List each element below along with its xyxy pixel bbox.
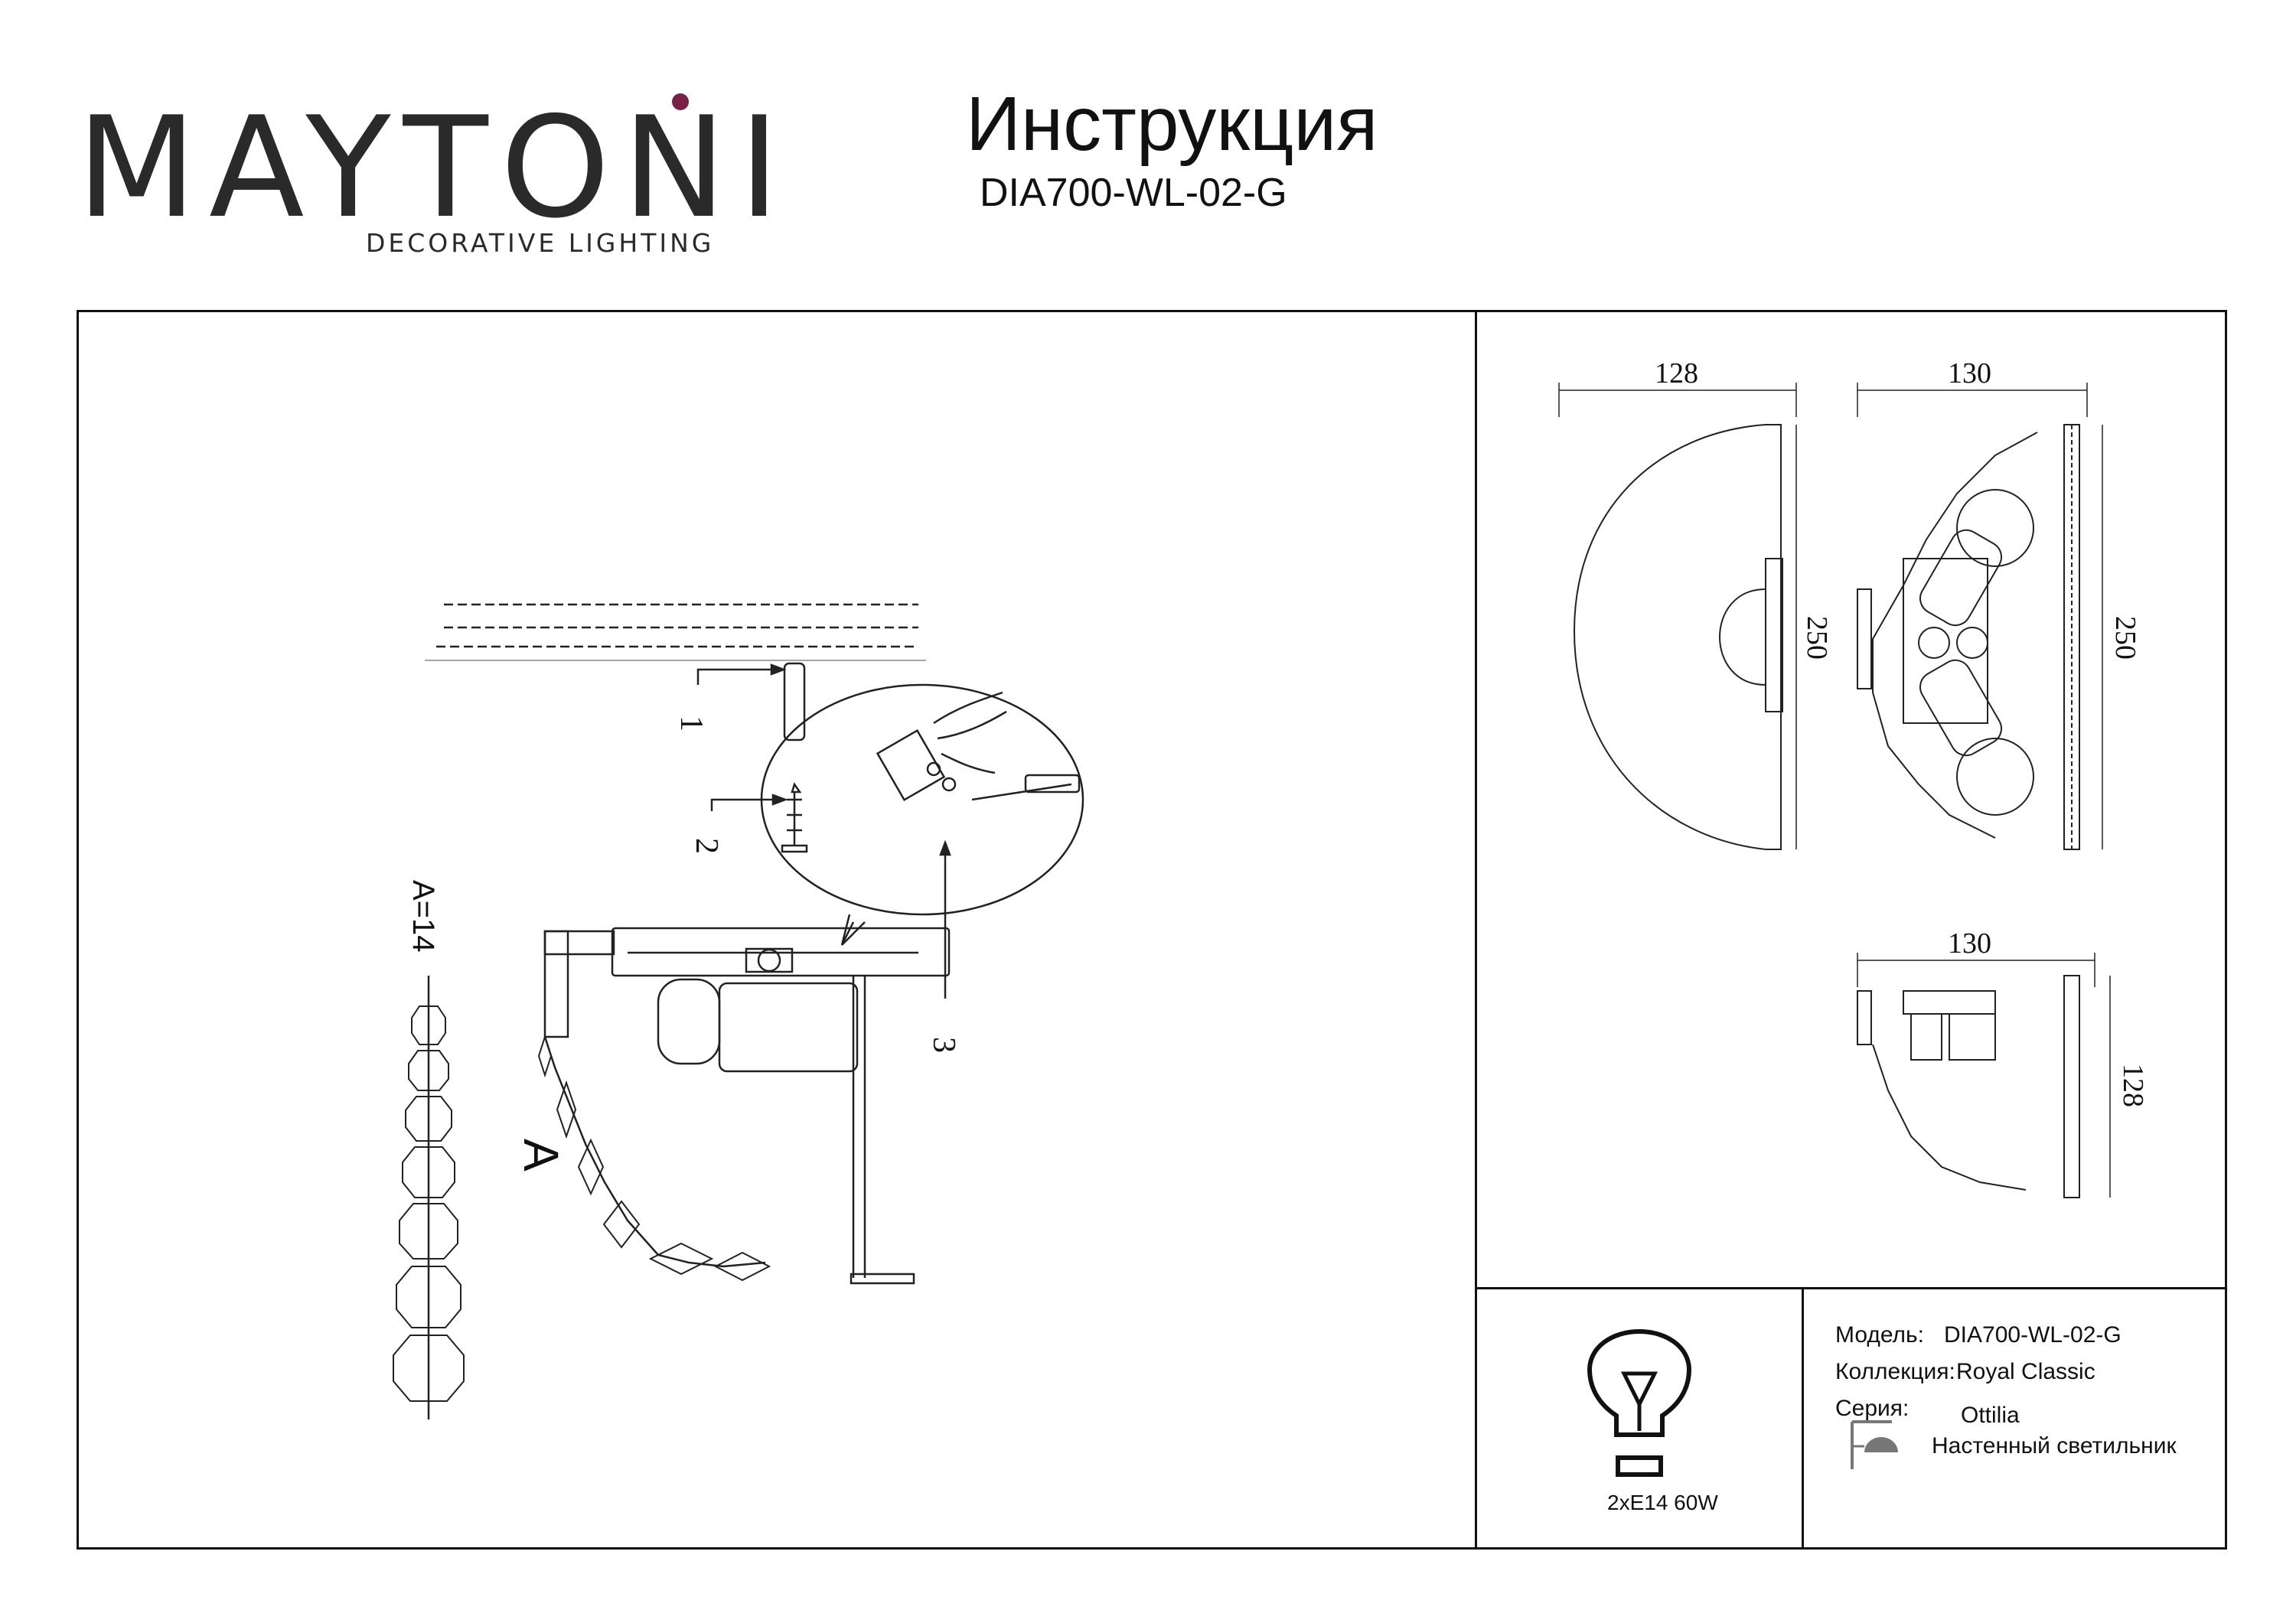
document-title: Инструкция xyxy=(966,81,1378,167)
brand-dot xyxy=(672,93,689,110)
callout-3: 3 xyxy=(926,1037,961,1053)
spec-panel xyxy=(1802,1287,2227,1550)
brand-tagline: DECORATIVE LIGHTING xyxy=(366,228,715,258)
dimension-drawings: 128 250 130 250 130 128 xyxy=(1558,357,2149,1198)
octagon-crystals xyxy=(393,1005,465,1402)
side-view-body xyxy=(1903,558,1988,724)
model-value: DIA700-WL-02-G xyxy=(1944,1322,2122,1348)
front-width-label: 128 xyxy=(1655,357,1698,389)
backplate xyxy=(611,927,951,977)
series-value: Ottilia xyxy=(1961,1403,2020,1428)
front-height-label: 250 xyxy=(1801,616,1833,660)
model-label: Модель: xyxy=(1835,1322,1925,1348)
collection-value: Royal Classic xyxy=(1956,1359,2095,1384)
lamp-holder xyxy=(657,978,721,1065)
side-crystal-chain xyxy=(1872,432,2038,839)
crystal-chain xyxy=(543,1036,766,1268)
collection-label: Коллекция: xyxy=(1835,1359,1955,1384)
wall-surface xyxy=(436,603,918,648)
assembly-diagram: 1 2 3 A A=14 xyxy=(393,603,1084,1419)
bulb-spec: 2xE14 60W xyxy=(1607,1491,1718,1514)
brand-name: MAYTONI xyxy=(77,86,792,249)
callout-2: 2 xyxy=(689,838,724,854)
top-width-label: 130 xyxy=(1948,927,1991,960)
document-model-code: DIA700-WL-02-G xyxy=(980,171,1287,215)
wall-plug xyxy=(783,662,806,741)
detail-label-a: A xyxy=(514,1139,569,1172)
top-depth-label: 128 xyxy=(2117,1064,2149,1107)
side-height-label: 250 xyxy=(2109,616,2141,660)
wiring-detail-bubble xyxy=(760,683,1084,916)
front-view-shade xyxy=(1573,424,1766,850)
callout-1: 1 xyxy=(673,715,709,732)
fixture-type: Настенный светильник xyxy=(1932,1433,2177,1458)
screw xyxy=(791,782,802,794)
wall-bracket xyxy=(543,930,569,1038)
bulb-icon xyxy=(1587,1328,1692,1477)
crystal-count-label: A=14 xyxy=(406,880,440,953)
wall-lamp-type-icon xyxy=(1851,1420,1898,1469)
top-view-body xyxy=(1903,990,1996,1015)
series-label: Серия: xyxy=(1835,1396,1910,1421)
side-width-label: 130 xyxy=(1948,357,1991,389)
